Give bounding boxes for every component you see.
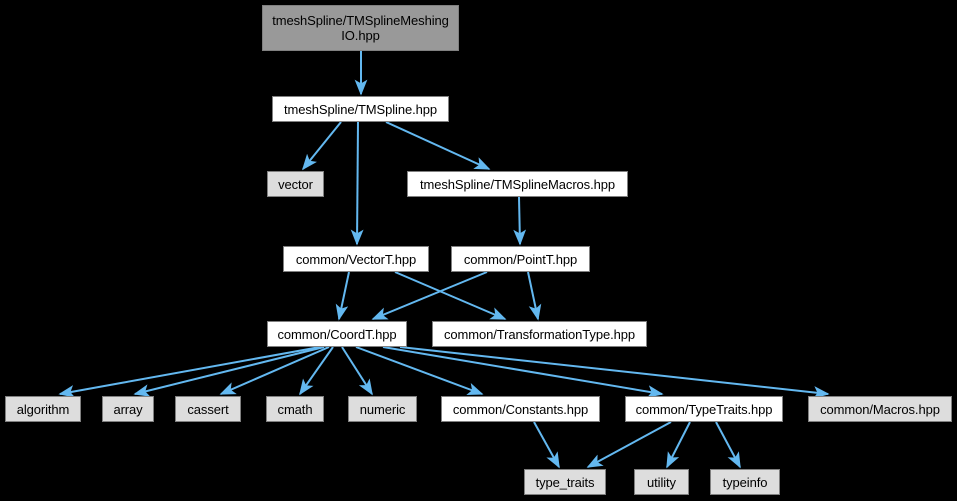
edge-coordt-to-numeric (341, 346, 373, 396)
graph-node-meshingio[interactable]: tmeshSpline/TMSplineMeshing IO.hpp (262, 5, 459, 51)
edge-vectort-to-coordt (335, 271, 350, 321)
graph-node-macros_tms[interactable]: tmeshSpline/TMSplineMacros.hpp (407, 171, 628, 197)
graph-node-coordt[interactable]: common/CoordT.hpp (267, 321, 407, 347)
graph-node-algorithm[interactable]: algorithm (5, 396, 81, 422)
edge-typetraits-to-typeinfo (715, 421, 741, 469)
edge-coordt-to-algorithm (58, 346, 321, 398)
graph-node-typeinfo[interactable]: typeinfo (710, 469, 780, 495)
edge-pointt-to-transftype (527, 271, 542, 321)
edge-coordt-to-cmath (299, 346, 334, 396)
edge-coordt-to-macros (399, 346, 830, 399)
edge-vectort-to-transftype (394, 271, 507, 320)
edge-coordt-to-constants (355, 346, 484, 395)
graph-node-macros[interactable]: common/Macros.hpp (808, 396, 952, 422)
edge-typetraits-to-type_traits (586, 421, 672, 468)
edge-tmspline-to-vector (301, 121, 342, 171)
graph-node-cassert[interactable]: cassert (175, 396, 241, 422)
edge-tmspline-to-vectort (350, 121, 364, 246)
graph-node-numeric[interactable]: numeric (348, 396, 417, 422)
edge-coordt-to-array (133, 346, 325, 397)
graph-node-typetraits[interactable]: common/TypeTraits.hpp (625, 396, 783, 422)
graph-node-tmspline[interactable]: tmeshSpline/TMSpline.hpp (272, 96, 449, 122)
graph-node-cmath[interactable]: cmath (266, 396, 324, 422)
graph-node-transftype[interactable]: common/TransformationType.hpp (432, 321, 647, 347)
edge-macros_tms-to-pointt (513, 196, 527, 246)
graph-node-vectort[interactable]: common/VectorT.hpp (283, 246, 429, 272)
graph-node-utility[interactable]: utility (634, 469, 689, 495)
edge-tmspline-to-macros_tms (385, 121, 491, 170)
edge-coordt-to-typetraits (382, 346, 664, 398)
graph-node-vector[interactable]: vector (267, 171, 324, 197)
graph-node-constants[interactable]: common/Constants.hpp (441, 396, 600, 422)
edge-coordt-to-cassert (219, 346, 330, 395)
graph-node-type_traits[interactable]: type_traits (524, 469, 606, 495)
edge-constants-to-type_traits (533, 421, 560, 469)
edge-typetraits-to-utility (666, 421, 691, 469)
graph-node-array[interactable]: array (102, 396, 154, 422)
graph-node-pointt[interactable]: common/PointT.hpp (451, 246, 590, 272)
edge-pointt-to-coordt (371, 271, 488, 320)
